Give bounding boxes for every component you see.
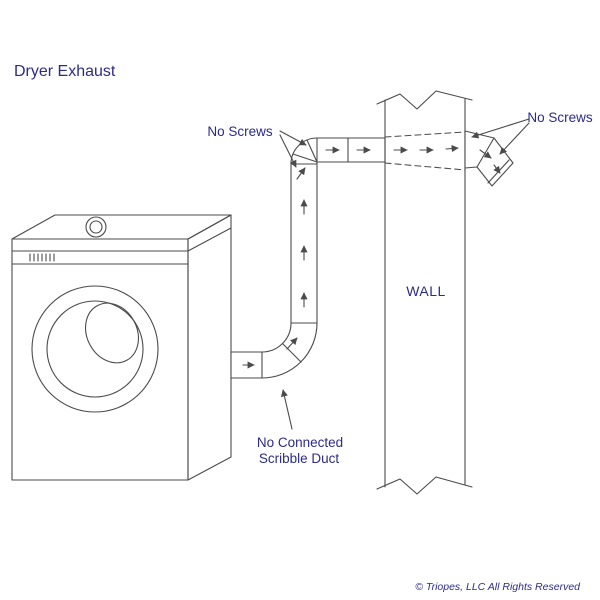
airflow-arrow xyxy=(286,337,298,350)
dryer-front-panel xyxy=(11,238,189,481)
airflow-arrow xyxy=(296,167,306,180)
label-no-connected-line1: No Connected xyxy=(257,435,343,450)
duct-joints xyxy=(261,137,349,379)
leader-arrow-no-screws-left-2 xyxy=(279,134,297,168)
leader-arrows xyxy=(279,118,530,430)
dryer-door-inner-ring xyxy=(46,300,144,398)
leader-arrow-no-screws-right-1 xyxy=(471,118,530,139)
airflow-arrow xyxy=(479,149,492,159)
duct-body xyxy=(230,137,386,379)
dryer-top-panel xyxy=(11,214,232,240)
exhaust-duct xyxy=(230,137,386,379)
leader-arrow-no-screws-left-1 xyxy=(279,130,307,146)
dryer-side-panel xyxy=(187,214,232,481)
copyright-notice: © Triopes, LLC All Rights Reserved xyxy=(415,581,581,593)
control-band-side-line xyxy=(187,227,232,252)
duct-hidden-in-wall xyxy=(384,131,466,171)
leader-arrow-no-connected xyxy=(280,389,293,430)
wall-break-bottom xyxy=(376,476,473,495)
airflow-arrows xyxy=(242,144,501,369)
label-no-screws-left: No Screws xyxy=(207,124,273,139)
duct-exit-piece xyxy=(464,130,514,187)
dryer-illustration xyxy=(11,214,232,481)
dryer-top-cap-inner xyxy=(89,220,103,234)
label-wall: WALL xyxy=(406,283,446,299)
airflow-arrow xyxy=(493,164,501,174)
label-no-screws-right: No Screws xyxy=(527,110,593,125)
leader-arrow-no-screws-right-2 xyxy=(499,122,530,155)
label-no-connected-line2: Scribble Duct xyxy=(259,451,340,466)
airflow-arrow xyxy=(445,144,459,153)
wall-break-top xyxy=(376,90,473,110)
exit-piece-body xyxy=(464,130,514,187)
page-title: Dryer Exhaust xyxy=(14,63,116,80)
dryer-door-outer-ring xyxy=(31,285,159,413)
vent-grille xyxy=(29,253,55,262)
dryer-door-glass xyxy=(85,302,139,364)
dryer-top-cap xyxy=(85,216,107,238)
